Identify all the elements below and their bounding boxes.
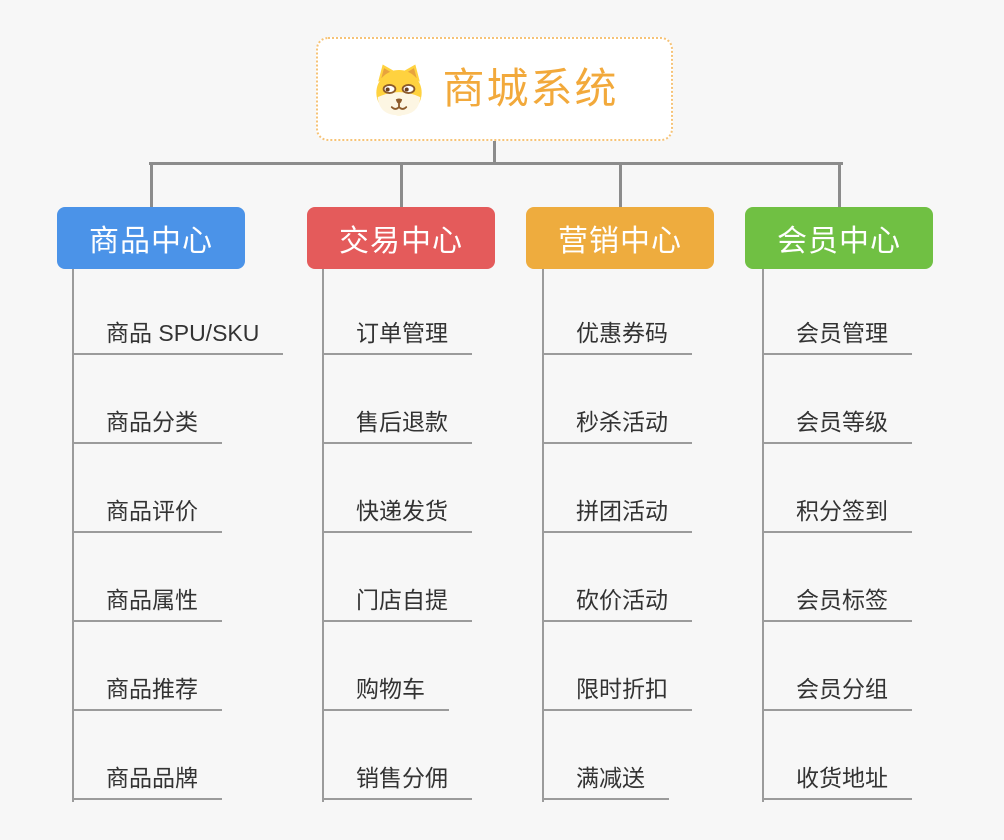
branch-node-product-center[interactable]: 商品中心	[57, 207, 245, 269]
root-node[interactable]: 商城系统	[316, 37, 673, 141]
branch-drop-line	[619, 162, 622, 207]
child-topic[interactable]: 秒杀活动	[542, 402, 692, 444]
child-topic[interactable]: 商品 SPU/SKU	[72, 313, 284, 355]
child-topic[interactable]: 购物车	[322, 669, 449, 711]
child-topic[interactable]: 销售分佣	[322, 758, 472, 800]
root-stem-line	[493, 139, 496, 165]
child-topic[interactable]: 会员管理	[762, 313, 912, 355]
child-topic[interactable]: 商品分类	[72, 402, 222, 444]
child-topic[interactable]: 会员分组	[762, 669, 912, 711]
child-topic[interactable]: 商品品牌	[72, 758, 222, 800]
child-topic[interactable]: 商品属性	[72, 580, 222, 622]
child-topic[interactable]: 会员等级	[762, 402, 912, 444]
child-topic[interactable]: 限时折扣	[542, 669, 692, 711]
root-title: 商城系统	[442, 65, 619, 112]
branch-bar-line	[149, 162, 843, 165]
child-topic[interactable]: 商品推荐	[72, 669, 222, 711]
child-topic[interactable]: 积分签到	[762, 491, 912, 533]
child-topic[interactable]: 拼团活动	[542, 491, 692, 533]
branch-node-member-center[interactable]: 会员中心	[745, 207, 933, 269]
branch-drop-line	[400, 162, 403, 207]
child-topic[interactable]: 满减送	[542, 758, 669, 800]
dog-face-icon	[370, 60, 428, 118]
branch-drop-line	[838, 162, 841, 207]
child-topic[interactable]: 商品评价	[72, 491, 222, 533]
column-stem-line	[762, 268, 764, 802]
column-stem-line	[322, 268, 324, 802]
column-stem-line	[72, 268, 74, 802]
column-stem-line	[542, 268, 544, 802]
child-topic[interactable]: 砍价活动	[542, 580, 692, 622]
branch-node-marketing-center[interactable]: 营销中心	[526, 207, 714, 269]
branch-node-trade-center[interactable]: 交易中心	[307, 207, 495, 269]
child-topic[interactable]: 快递发货	[322, 491, 472, 533]
child-topic[interactable]: 订单管理	[322, 313, 472, 355]
branch-drop-line	[150, 162, 153, 207]
child-topic[interactable]: 收货地址	[762, 758, 912, 800]
child-topic[interactable]: 会员标签	[762, 580, 912, 622]
child-topic[interactable]: 售后退款	[322, 402, 472, 444]
child-topic[interactable]: 门店自提	[322, 580, 472, 622]
child-topic[interactable]: 优惠券码	[542, 313, 692, 355]
